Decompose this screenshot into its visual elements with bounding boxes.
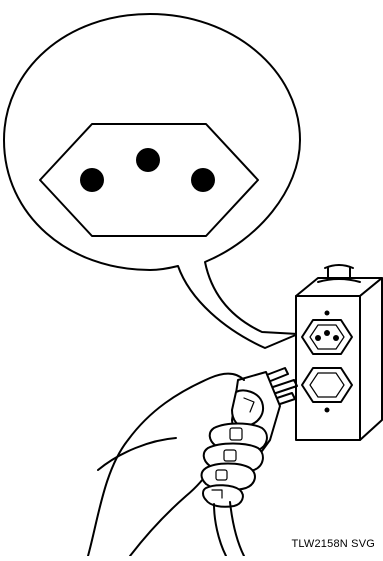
plug-pins [263, 367, 298, 406]
socket-hole-left [80, 168, 104, 192]
outlet-box [295, 277, 383, 441]
callout-bubble [3, 13, 301, 349]
socket-hole-center [136, 148, 160, 172]
hand [87, 372, 268, 557]
socket-hole-right [191, 168, 215, 192]
figure-id-caption: TLW2158N SVG [291, 538, 375, 550]
outlet-socket-top [301, 310, 353, 355]
outlet-socket-bottom [301, 367, 353, 413]
power-cord-edge [229, 501, 245, 557]
power-cord [213, 503, 227, 557]
socket-face-enlarged [39, 123, 259, 237]
